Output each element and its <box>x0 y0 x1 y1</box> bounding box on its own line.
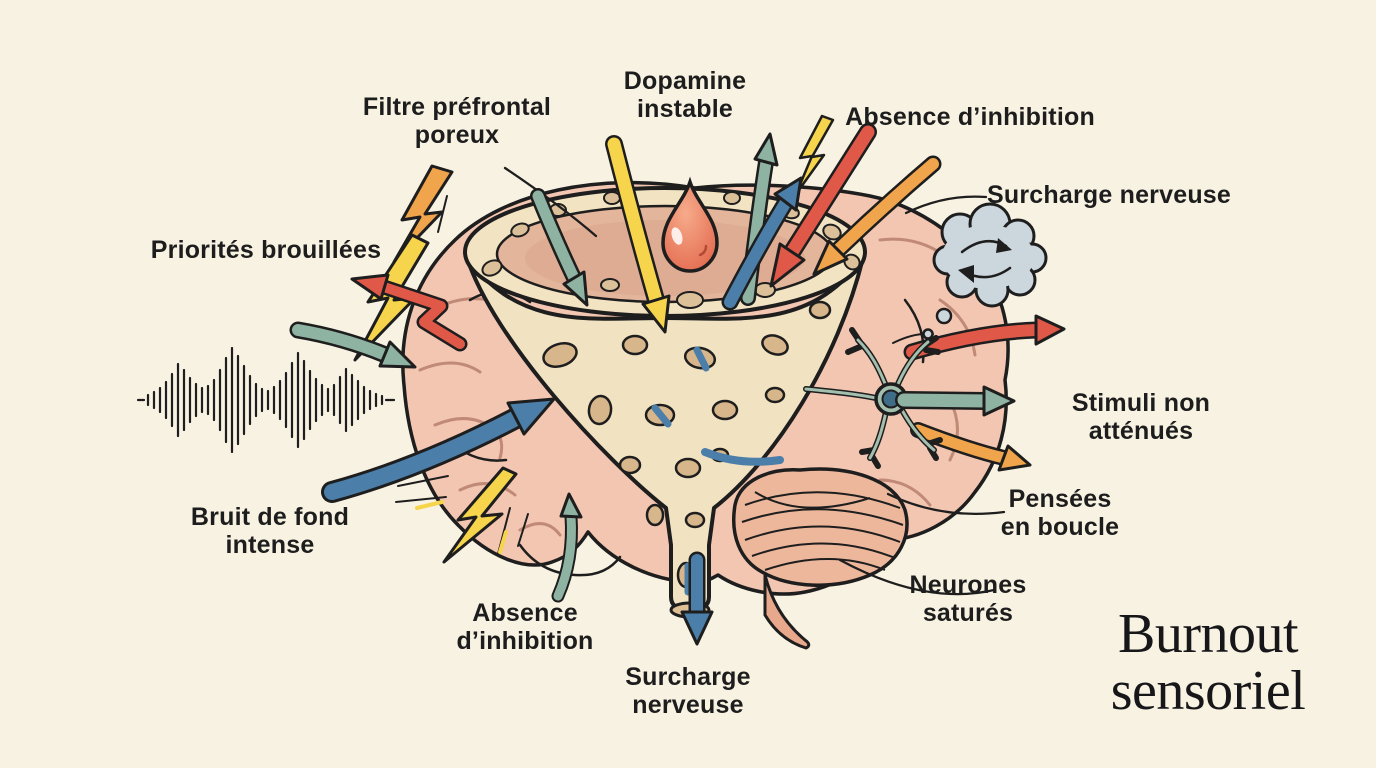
label-stimuli-non-attenues: Stimuli non atténués <box>1071 389 1211 445</box>
lightning-bolt-icon <box>353 233 430 362</box>
input-arrow-blue-left <box>321 397 556 503</box>
output-arrow-teal-right <box>895 385 1016 417</box>
lightning-bolts <box>353 114 835 564</box>
brainstem <box>763 574 811 650</box>
input-arrow-teal-left <box>289 321 417 369</box>
cerebellum <box>732 467 909 587</box>
label-pensees-en-boucle: Pensées en boucle <box>1000 485 1120 541</box>
dopamine-drop-icon <box>661 176 719 273</box>
label-surcharge-nerveuse-top: Surcharge nerveuse <box>987 181 1231 209</box>
pointer-lines <box>503 166 1006 596</box>
output-arrow-red-zigzag <box>350 273 468 352</box>
label-neurones-satures: Neurones saturés <box>909 571 1027 627</box>
sound-wave-icon <box>136 346 396 454</box>
lightning-bolt-icon <box>794 114 835 196</box>
input-arrow-orange-top <box>812 155 942 276</box>
label-absence-inhibition-top: Absence d’inhibition <box>845 103 1095 131</box>
input-arrow-red-top <box>769 123 877 288</box>
funnel-rim-holes <box>481 191 861 309</box>
input-arrow-yellow-top <box>605 135 671 334</box>
output-arrow-orange-right <box>910 422 1032 472</box>
label-surcharge-nerveuse-bottom: Surcharge nerveuse <box>625 663 751 719</box>
input-arrow-teal-bottom <box>551 492 583 603</box>
impact-dashes-yellow <box>415 500 508 554</box>
label-filtre-prefrontal: Filtre préfrontal poreux <box>362 93 552 149</box>
stimuli-streaks <box>651 346 784 596</box>
output-arrow-blue-top <box>721 176 803 311</box>
pointer-pensees <box>886 492 1006 515</box>
label-bruit-de-fond: Bruit de fond intense <box>190 503 350 559</box>
label-absence-inhibition-bottom: Absence d’inhibition <box>456 599 594 655</box>
thought-loop-icon <box>922 202 1048 340</box>
output-arrow-blue-spout <box>680 551 714 646</box>
label-dopamine-instable: Dopamine instable <box>623 67 747 123</box>
pointer-neurones <box>838 558 996 596</box>
pointer-filtre-prefrontal <box>503 166 598 238</box>
page-title: Burnout sensoriel <box>1110 603 1306 723</box>
input-arrow-teal-top <box>530 188 589 307</box>
label-priorites-brouillees: Priorités brouillées <box>150 236 382 264</box>
pointer-surcharge-top <box>904 195 988 215</box>
lightning-bolt-icon <box>442 466 518 564</box>
